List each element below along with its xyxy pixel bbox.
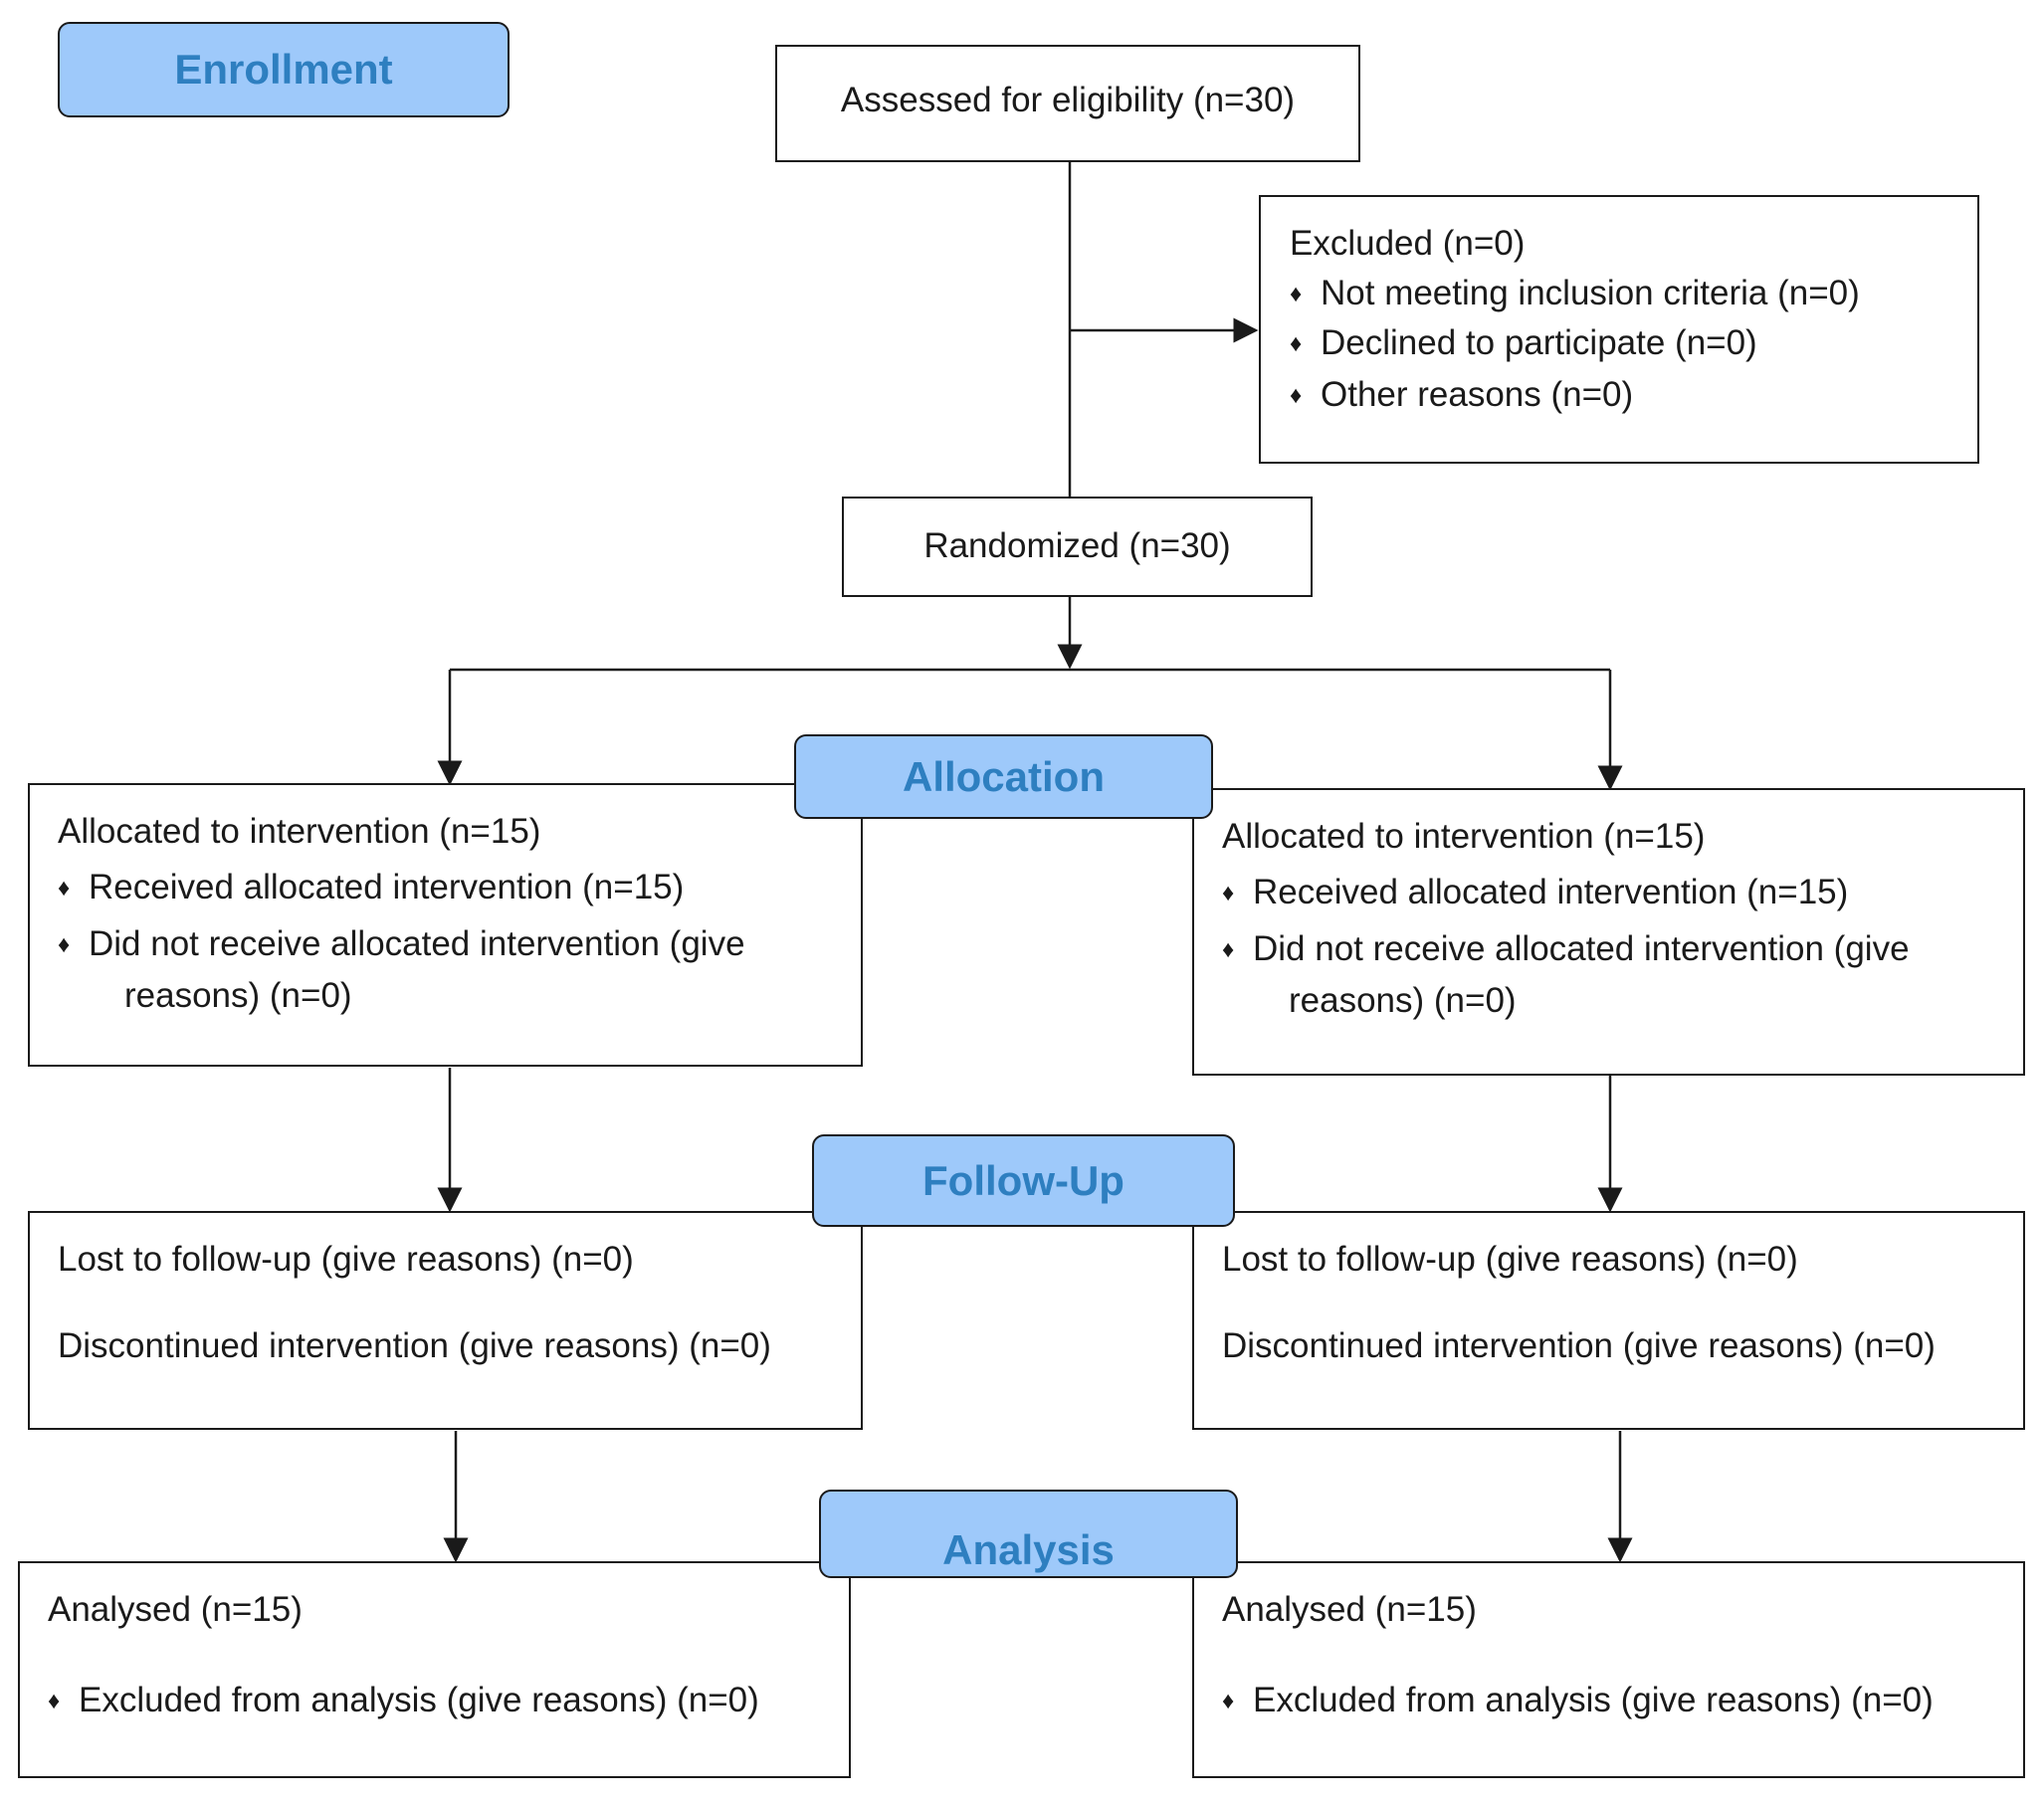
follow-up-left-discontinued: Discontinued intervention (give reasons)… <box>58 1326 771 1365</box>
stage-follow-up-text: Follow-Up <box>922 1156 1124 1204</box>
excluded-box: Excluded (n=0) Not meeting inclusion cri… <box>1259 195 1979 464</box>
allocation-right-title: Allocated to intervention (n=15) <box>1222 817 1706 856</box>
excluded-item-other: Other reasons (n=0) <box>1290 374 1633 416</box>
allocation-left-not-received: Did not receive allocated intervention (… <box>58 923 745 965</box>
follow-up-box-left: Lost to follow-up (give reasons) (n=0) D… <box>28 1211 863 1430</box>
allocation-right-not-received: Did not receive allocated intervention (… <box>1222 928 1910 970</box>
analysis-box-left: Analysed (n=15) Excluded from analysis (… <box>18 1561 851 1778</box>
follow-up-box-right: Lost to follow-up (give reasons) (n=0) D… <box>1192 1211 2025 1430</box>
stage-allocation-text: Allocation <box>902 752 1105 800</box>
stage-analysis-label: Analysis <box>819 1490 1238 1578</box>
analysis-right-analysed: Analysed (n=15) <box>1222 1590 1477 1629</box>
excluded-item-declined: Declined to participate (n=0) <box>1290 322 1757 364</box>
analysis-right-excluded: Excluded from analysis (give reasons) (n… <box>1222 1680 1934 1721</box>
randomized-box: Randomized (n=30) <box>842 497 1313 597</box>
follow-up-right-discontinued: Discontinued intervention (give reasons)… <box>1222 1326 1936 1365</box>
analysis-left-analysed: Analysed (n=15) <box>48 1590 303 1629</box>
stage-allocation-label: Allocation <box>794 734 1213 819</box>
stage-follow-up-label: Follow-Up <box>812 1134 1235 1227</box>
allocation-box-left: Allocated to intervention (n=15) Receive… <box>28 783 863 1067</box>
excluded-title: Excluded (n=0) <box>1290 224 1526 263</box>
randomized-text: Randomized (n=30) <box>923 526 1231 565</box>
stage-enrollment-text: Enrollment <box>174 46 393 93</box>
excluded-item-inclusion: Not meeting inclusion criteria (n=0) <box>1290 273 1860 314</box>
follow-up-left-lost: Lost to follow-up (give reasons) (n=0) <box>58 1240 634 1279</box>
stage-enrollment-label: Enrollment <box>58 22 510 117</box>
assessed-box: Assessed for eligibility (n=30) <box>775 45 1360 162</box>
allocation-left-received: Received allocated intervention (n=15) <box>58 867 684 908</box>
analysis-box-right: Analysed (n=15) Excluded from analysis (… <box>1192 1561 2025 1778</box>
assessed-text: Assessed for eligibility (n=30) <box>840 81 1296 119</box>
analysis-left-excluded: Excluded from analysis (give reasons) (n… <box>48 1680 759 1721</box>
follow-up-right-lost: Lost to follow-up (give reasons) (n=0) <box>1222 1240 1798 1279</box>
allocation-left-not-received-cont: reasons) (n=0) <box>124 976 352 1015</box>
allocation-right-received: Received allocated intervention (n=15) <box>1222 872 1848 913</box>
stage-analysis-text: Analysis <box>942 1525 1115 1573</box>
allocation-right-not-received-cont: reasons) (n=0) <box>1289 981 1517 1020</box>
allocation-left-title: Allocated to intervention (n=15) <box>58 812 541 851</box>
allocation-box-right: Allocated to intervention (n=15) Receive… <box>1192 788 2025 1076</box>
